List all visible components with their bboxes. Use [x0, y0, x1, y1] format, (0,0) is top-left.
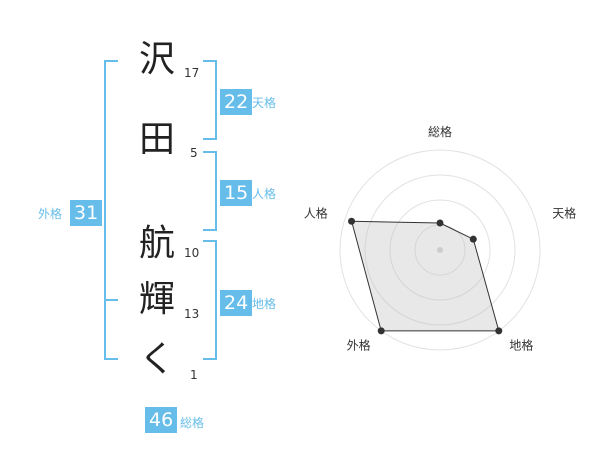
radar-axis-label-2: 天格 — [552, 206, 576, 221]
stroke-count-2: 5 — [190, 146, 198, 160]
gaikaku-value-badge: 31 — [70, 200, 103, 226]
soukaku-label: 総格 — [180, 416, 205, 430]
tenkaku-label: 天格 — [252, 96, 277, 110]
name-char-3: 航 — [138, 223, 175, 264]
radar-axis-label-5: 人格 — [304, 206, 328, 221]
soukaku-value-badge: 46 — [145, 407, 178, 433]
jinkaku-label: 人格 — [252, 187, 277, 201]
radar-grid-ring-2 — [389, 199, 491, 301]
radar-point-1 — [436, 219, 444, 227]
radar-grid-ring-3 — [364, 174, 516, 326]
radar-grid-ring-4 — [339, 149, 541, 351]
radar-series-area — [350, 220, 500, 332]
gaikaku-divider — [104, 299, 118, 301]
name-char-5: く — [138, 339, 175, 380]
gaikaku-label: 外格 — [38, 207, 63, 221]
gaikaku-bracket — [104, 60, 118, 360]
radar-axis-label-3: 地格 — [509, 338, 533, 353]
jinkaku-value-badge: 15 — [220, 180, 253, 206]
name-char-4: 輝 — [138, 279, 175, 320]
stroke-count-4: 13 — [184, 307, 200, 321]
name-char-1: 沢 — [138, 39, 175, 80]
name-char-2: 田 — [138, 119, 175, 160]
stroke-count-1: 17 — [184, 66, 200, 80]
radar-point-3 — [495, 327, 503, 335]
radar-axis-label-4: 外格 — [347, 338, 371, 353]
radar-point-4 — [377, 327, 385, 335]
radar-center-dot — [437, 247, 443, 253]
chikaku-label: 地格 — [252, 297, 277, 311]
tenkaku-value-badge: 22 — [220, 89, 253, 115]
jinkaku-bracket — [203, 151, 217, 231]
stroke-count-5: 1 — [190, 368, 198, 382]
stroke-count-3: 10 — [184, 246, 200, 260]
radar-point-2 — [469, 235, 477, 243]
chikaku-bracket — [203, 240, 217, 360]
radar-point-5 — [348, 217, 356, 225]
chikaku-value-badge: 24 — [220, 290, 253, 316]
tenkaku-bracket — [203, 60, 217, 140]
radar-axis-label-1: 総格 — [428, 124, 452, 139]
